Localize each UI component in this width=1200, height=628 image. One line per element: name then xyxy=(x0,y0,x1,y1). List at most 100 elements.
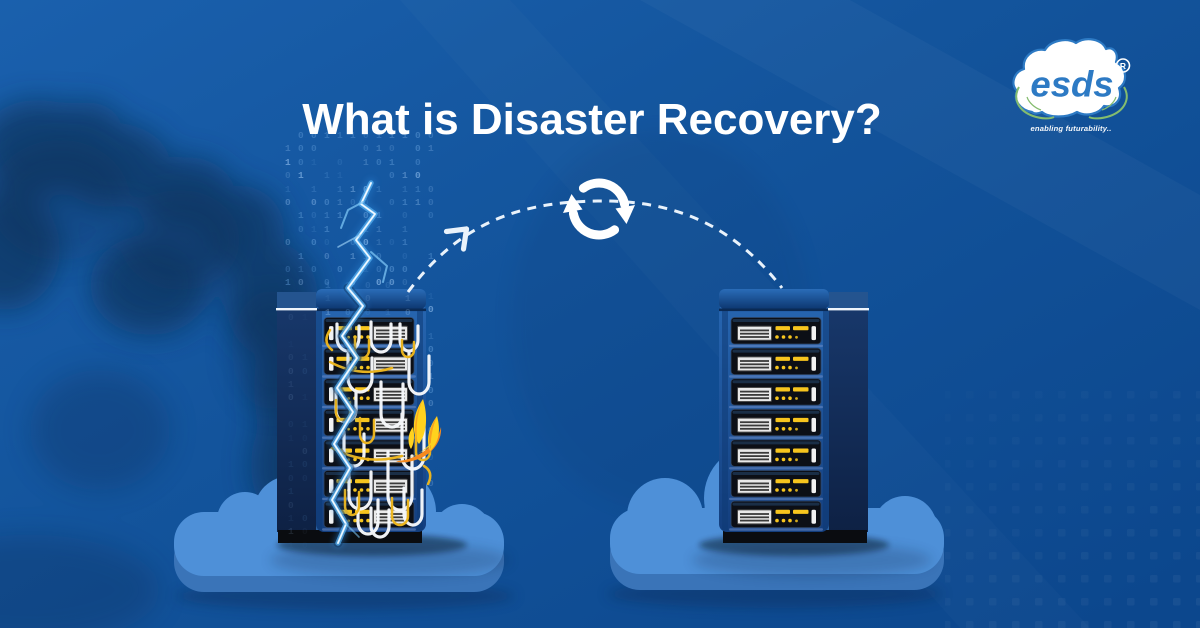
svg-text:1: 1 xyxy=(288,513,294,524)
svg-text:1: 1 xyxy=(405,293,411,304)
svg-text:1: 1 xyxy=(337,210,343,221)
svg-text:1: 1 xyxy=(288,486,294,497)
svg-text:0: 0 xyxy=(363,237,369,248)
svg-text:1: 1 xyxy=(302,392,308,403)
svg-text:1: 1 xyxy=(415,197,421,208)
svg-text:0: 0 xyxy=(298,224,304,235)
svg-text:1: 1 xyxy=(376,184,382,195)
svg-text:0: 0 xyxy=(302,366,308,377)
svg-text:1: 1 xyxy=(288,433,294,444)
svg-text:0: 0 xyxy=(350,197,356,208)
svg-text:1: 1 xyxy=(428,291,434,302)
svg-text:0: 0 xyxy=(428,398,434,409)
svg-text:1: 1 xyxy=(376,143,382,154)
svg-text:0: 0 xyxy=(428,210,434,221)
svg-text:0: 0 xyxy=(285,237,291,248)
svg-text:0: 0 xyxy=(428,385,434,396)
svg-text:1: 1 xyxy=(428,143,434,154)
svg-text:1: 1 xyxy=(285,157,291,168)
svg-text:1: 1 xyxy=(402,130,408,141)
svg-text:1: 1 xyxy=(285,184,291,195)
svg-text:1: 1 xyxy=(325,307,331,318)
svg-text:0: 0 xyxy=(311,210,317,221)
svg-text:R: R xyxy=(1120,61,1126,71)
svg-text:0: 0 xyxy=(324,237,330,248)
svg-text:0: 0 xyxy=(324,251,330,262)
svg-text:1: 1 xyxy=(337,184,343,195)
svg-text:0: 0 xyxy=(428,130,434,141)
svg-text:0: 0 xyxy=(385,280,391,291)
svg-text:0: 0 xyxy=(298,277,304,288)
svg-text:0: 0 xyxy=(389,197,395,208)
svg-text:1: 1 xyxy=(324,210,330,221)
svg-text:esds: esds xyxy=(1030,64,1113,105)
svg-text:1: 1 xyxy=(311,157,317,168)
svg-text:1: 1 xyxy=(285,143,291,154)
svg-text:0: 0 xyxy=(288,419,294,430)
svg-text:0: 0 xyxy=(389,143,395,154)
svg-text:1: 1 xyxy=(376,224,382,235)
svg-text:1: 1 xyxy=(325,280,331,291)
svg-text:What is Disaster Recovery?: What is Disaster Recovery? xyxy=(302,95,882,144)
svg-text:0: 0 xyxy=(285,197,291,208)
svg-text:0: 0 xyxy=(302,459,308,470)
svg-text:0: 0 xyxy=(302,540,308,551)
svg-text:0: 0 xyxy=(324,277,330,288)
svg-text:0: 0 xyxy=(428,304,434,315)
svg-text:1: 1 xyxy=(402,237,408,248)
svg-text:0: 0 xyxy=(415,170,421,181)
svg-text:0: 0 xyxy=(363,130,369,141)
svg-text:1: 1 xyxy=(350,130,356,141)
svg-text:0: 0 xyxy=(288,392,294,403)
svg-text:1: 1 xyxy=(350,184,356,195)
svg-text:1: 1 xyxy=(311,224,317,235)
svg-text:0: 0 xyxy=(415,143,421,154)
svg-text:0: 0 xyxy=(428,344,434,355)
svg-text:0: 0 xyxy=(428,184,434,195)
svg-text:0: 0 xyxy=(285,170,291,181)
svg-text:1: 1 xyxy=(337,130,343,141)
svg-text:1: 1 xyxy=(337,170,343,181)
svg-text:0: 0 xyxy=(324,197,330,208)
svg-text:1: 1 xyxy=(428,371,434,382)
svg-text:1: 1 xyxy=(337,197,343,208)
svg-text:0: 0 xyxy=(389,264,395,275)
svg-text:0: 0 xyxy=(311,143,317,154)
svg-text:1: 1 xyxy=(402,197,408,208)
svg-text:1: 1 xyxy=(288,540,294,551)
svg-text:1: 1 xyxy=(288,379,294,390)
svg-text:1: 1 xyxy=(298,210,304,221)
svg-text:1: 1 xyxy=(302,419,308,430)
svg-text:0: 0 xyxy=(302,513,308,524)
svg-text:1: 1 xyxy=(288,526,294,537)
svg-text:0: 0 xyxy=(302,433,308,444)
svg-text:0: 0 xyxy=(298,157,304,168)
svg-text:0: 0 xyxy=(428,452,434,463)
svg-text:1: 1 xyxy=(350,251,356,262)
svg-text:0: 0 xyxy=(311,197,317,208)
svg-text:0: 0 xyxy=(345,307,351,318)
svg-text:1: 1 xyxy=(298,264,304,275)
svg-text:0: 0 xyxy=(376,251,382,262)
svg-text:0: 0 xyxy=(376,264,382,275)
svg-text:1: 1 xyxy=(402,184,408,195)
svg-text:0: 0 xyxy=(288,366,294,377)
svg-text:0: 0 xyxy=(311,237,317,248)
svg-text:0: 0 xyxy=(365,280,371,291)
svg-text:0: 0 xyxy=(365,293,371,304)
svg-text:1: 1 xyxy=(288,339,294,350)
svg-text:1: 1 xyxy=(376,237,382,248)
svg-text:0: 0 xyxy=(415,130,421,141)
svg-text:0: 0 xyxy=(363,210,369,221)
svg-text:1: 1 xyxy=(428,251,434,262)
svg-text:0: 0 xyxy=(337,157,343,168)
svg-text:0: 0 xyxy=(288,473,294,484)
svg-text:0: 0 xyxy=(288,500,294,511)
svg-text:0: 0 xyxy=(298,130,304,141)
svg-text:1: 1 xyxy=(302,312,308,323)
svg-text:0: 0 xyxy=(389,170,395,181)
svg-text:0: 0 xyxy=(288,312,294,323)
svg-text:0: 0 xyxy=(285,264,291,275)
svg-text:0: 0 xyxy=(376,157,382,168)
svg-text:0: 0 xyxy=(428,478,434,489)
